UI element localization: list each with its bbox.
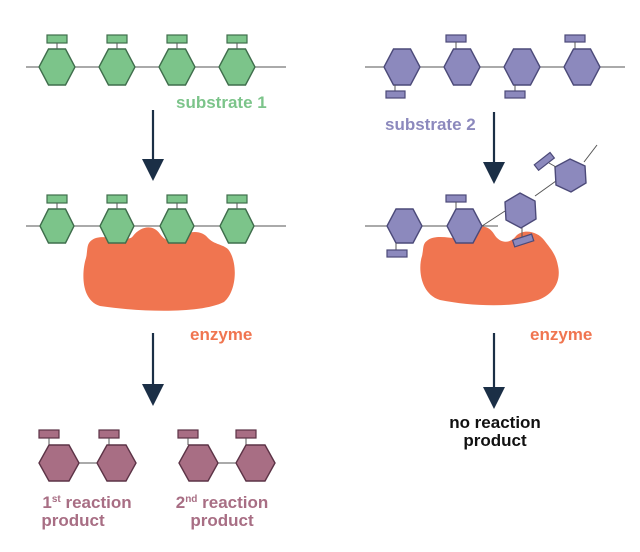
substrate-2-misfit-unit: [386, 208, 423, 258]
product-2-molecule: [177, 429, 276, 482]
substrate-1-bound-unit: [39, 194, 75, 244]
substrate-1-bound-unit: [99, 194, 135, 244]
substrate-1-bound-unit: [159, 194, 195, 244]
substrate-2-label: substrate 2: [385, 115, 476, 134]
no-product-label-line-2: product: [463, 431, 527, 450]
product-2-ordinal-suffix: nd: [185, 494, 197, 505]
substrate-1-unit: [218, 34, 256, 86]
product-2-label-line-1: 2nd reaction: [176, 493, 269, 512]
substrate-2-misfit-unit: [504, 192, 537, 248]
enzyme-left-shape: [83, 227, 235, 311]
substrate-2-unit: [503, 48, 541, 99]
substrate-1-unit: [38, 34, 76, 86]
product-2-ordinal: 2: [176, 493, 185, 512]
substrate-1-unit: [158, 34, 196, 86]
substrate-1-bound-unit: [219, 194, 255, 244]
enzyme-right-shape: [420, 226, 559, 306]
substrate-2-unit: [443, 34, 481, 86]
substrate-1-chain: [26, 34, 286, 86]
substrate-2-misfit-chain: [365, 144, 598, 258]
product-2-label-text: reaction: [197, 493, 268, 512]
product-1-ordinal-suffix: st: [52, 494, 62, 505]
substrate-2-misfit-unit: [445, 194, 483, 244]
product-1-molecule: [38, 429, 137, 482]
substrate-2-unit: [383, 48, 421, 99]
product-1-ordinal: 1: [42, 493, 51, 512]
product-2-label-line-2: product: [190, 511, 254, 530]
substrate-1-label: substrate 1: [176, 93, 267, 112]
enzyme-right-label: enzyme: [530, 325, 592, 344]
product-1-label-line-1: 1st reaction: [42, 493, 131, 512]
product-1-label-text: reaction: [61, 493, 132, 512]
substrate-2-chain: [365, 34, 625, 99]
substrate-1-bound-chain: [26, 194, 286, 244]
no-product-label-line-1: no reaction: [449, 413, 541, 432]
substrate-2-unit: [563, 34, 601, 86]
enzyme-left-label: enzyme: [190, 325, 252, 344]
product-1-label-line-2: product: [41, 511, 105, 530]
substrate-1-unit: [98, 34, 136, 86]
substrate-2-misfit-unit: [533, 151, 587, 193]
